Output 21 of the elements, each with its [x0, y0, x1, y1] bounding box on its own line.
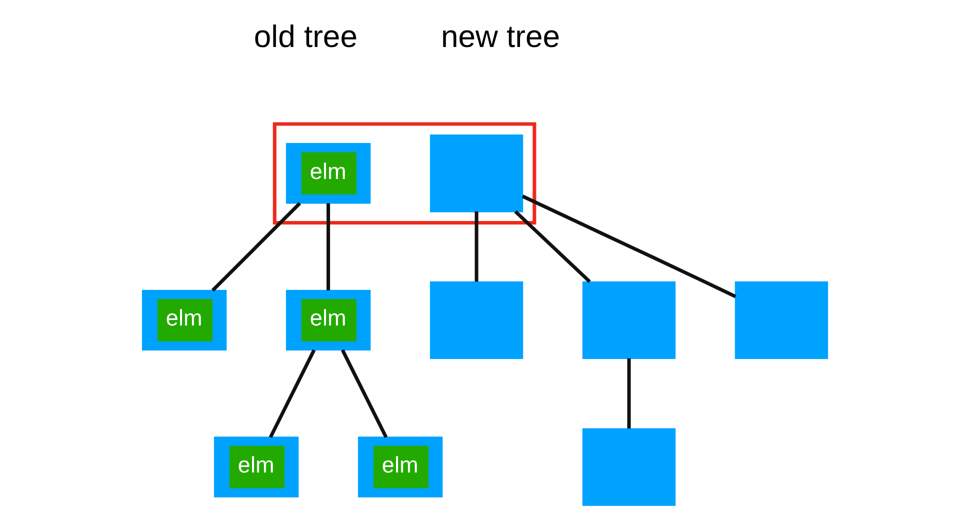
connector [474, 212, 478, 282]
node-box: elm [286, 143, 371, 204]
cluster [272, 122, 536, 225]
node-box [582, 281, 676, 360]
node-box: elm [286, 290, 371, 351]
node-box [430, 281, 524, 360]
label: new tree [440, 19, 560, 54]
node-box [430, 134, 524, 212]
connector [340, 349, 388, 438]
connector [268, 349, 316, 438]
node-box: elm [358, 436, 443, 498]
connector [326, 203, 330, 290]
connector [211, 202, 302, 292]
connector [514, 210, 591, 283]
node-box [582, 428, 676, 506]
label: old tree [254, 19, 358, 54]
node-box: elm [142, 290, 227, 351]
connector [522, 194, 736, 298]
node-box [734, 281, 828, 360]
node-box: elm [214, 436, 299, 498]
connector [627, 358, 631, 428]
